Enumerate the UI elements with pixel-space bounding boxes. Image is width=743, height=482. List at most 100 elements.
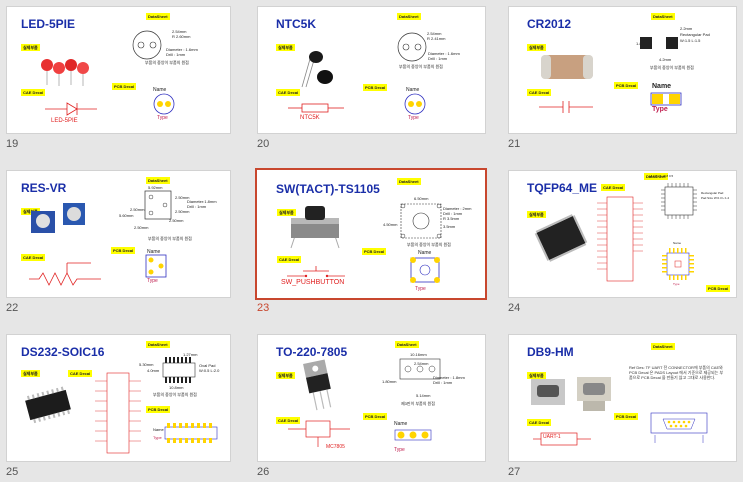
slide-canvas[interactable]: SW(TACT)-TS1105 DataSheet 실제부품 CAE Decal… (255, 168, 487, 300)
db9-pcb-footprint (650, 412, 708, 443)
to220-pcb-pad (394, 429, 432, 441)
slide-number: 19 (6, 138, 19, 150)
dim-3: Diameter : 1.6mm (428, 51, 460, 56)
slide-title: LED-5PIE (21, 17, 76, 31)
dim-3: W:0.5 L:2.0 (199, 368, 220, 373)
photo-tag: 실제부품 (21, 44, 40, 51)
slide-canvas[interactable]: TQFP64_ME DataSheet 18.5 0.75 18.8 0.5 실… (508, 170, 737, 298)
dim-1: 6.50mm (414, 196, 429, 201)
dim-1: 2.54mm (172, 29, 187, 34)
pcb-decal-tag: PCB Decal (363, 84, 388, 91)
slide-canvas[interactable]: NTC5K DataSheet 실제부품 CAE Decal NTC5K 2.5… (257, 6, 486, 134)
schematic-label: LED-5PIE (51, 118, 78, 124)
slide-canvas[interactable]: RES-VR DataSheet 실제부품 CAE Decal 5.92mm 2… (6, 170, 231, 298)
dim-2: 2.50mm (175, 195, 190, 200)
slide-canvas[interactable]: DB9-HM DataSheet 실제부품 Ref Des: TF UART 전… (508, 334, 737, 462)
dim-4: Drill : 1mm (428, 56, 448, 61)
dim-6: 5.14mm (416, 393, 431, 398)
pcb-decal-tag: PCB Decal (111, 247, 136, 254)
variable-resistor-schematic (29, 262, 101, 286)
datasheet-tag: DataSheet (146, 13, 170, 20)
datasheet-tag: DataSheet (397, 178, 421, 185)
schematic-label: UART-1 (543, 434, 561, 440)
slide-canvas[interactable]: TO-220-7805 DataSheet 실제부품 CAE Decal MC7… (257, 334, 486, 462)
datasheet-tag: DataSheet (644, 173, 668, 180)
soic-pcb-pad (164, 423, 218, 443)
type-label: Type (408, 115, 419, 121)
photo-tag: 실제부품 (21, 370, 40, 377)
slide-canvas[interactable]: LED-5PIE DataSheet 실제부품 CAE Decal LED-5P… (6, 6, 231, 134)
cae-decal-tag: CAE Decal (276, 417, 301, 424)
pushbutton-schematic (287, 266, 345, 278)
tqfp-chip-photo (534, 214, 588, 262)
chip-resistor-photo (541, 55, 593, 79)
dim-1: 2.54mm (427, 31, 442, 36)
slide-canvas[interactable]: CR2012 DataSheet 실제부품 CAE Decal 2.2mm Re… (508, 6, 737, 134)
tqfp-schematic-symbol (597, 196, 643, 282)
led-footprint-drawing (132, 30, 162, 60)
dim-2: 2.54mm (414, 361, 429, 366)
datasheet-tag: DataSheet (146, 177, 170, 184)
dim-1: 18.5 0.75 18.8 0.5 (649, 174, 674, 178)
slide-canvas[interactable]: DS232-SOIC16 DataSheet 실제부품 CAE Decal 1.… (6, 334, 231, 462)
slide-number: 27 (508, 466, 521, 478)
name-label: Name (147, 249, 161, 255)
dim-5: 2.50mm (175, 209, 190, 214)
led-photo (41, 59, 89, 86)
tqfp-footprint-drawing (661, 183, 697, 219)
origin-note: 부품의 중앙이 부품의 원점 (650, 65, 694, 70)
slide-title: CR2012 (527, 17, 572, 31)
type-label: Type (153, 435, 162, 440)
dim-4: 5.30mm (139, 362, 154, 367)
trimmer-pcb-pad (145, 254, 167, 278)
name-label: Name (418, 250, 432, 256)
dim-2: R 2.41mm (427, 36, 446, 41)
photo-tag: 실제부품 (527, 44, 546, 51)
type-label: Type (157, 115, 168, 121)
ntc-schematic-symbol (288, 103, 344, 113)
slide-number: 21 (508, 138, 521, 150)
slide-number: 26 (257, 466, 270, 478)
origin-note: 부품의 중앙이 부품의 원점 (407, 242, 451, 247)
tact-footprint-drawing (400, 203, 442, 239)
dim-1: 10.16mm (410, 352, 427, 357)
datasheet-tag: DataSheet (651, 13, 675, 20)
photo-tag: 실제부품 (527, 211, 546, 218)
slide-number: 22 (6, 302, 19, 314)
slide-title: SW(TACT)-TS1105 (276, 182, 380, 196)
dim-1: 1.27mm (183, 352, 198, 357)
pcb-decal-tag: PCB Decal (614, 82, 639, 89)
cae-decal-tag: CAE Decal (277, 256, 302, 263)
pcb-decal-tag: PCB Decal (363, 413, 388, 420)
tqfp-pcb-pad (662, 248, 694, 280)
dim-3: Diameter:1.8mm (187, 199, 217, 204)
cae-decal-tag: CAE Decal (527, 89, 552, 96)
led-schematic-symbol (45, 102, 97, 116)
slide-title: RES-VR (21, 181, 67, 195)
dim-9: 2.50mm (134, 225, 149, 230)
dim-4: Drill : 1mm (187, 204, 207, 209)
chip-pcb-pad (650, 92, 682, 106)
type-label: Type (394, 447, 405, 453)
cae-decal-tag: CAE Decal (527, 419, 552, 426)
ntc-footprint-drawing (397, 32, 427, 62)
photo-tag: 실제부품 (21, 208, 40, 215)
type-label: Type (147, 278, 158, 284)
slide-title: DS232-SOIC16 (21, 345, 105, 359)
photo-tag: 실제부품 (276, 372, 295, 379)
tact-switch-photo (290, 206, 340, 249)
dim-5: 4.0mm (147, 368, 160, 373)
name-label: Name (153, 87, 167, 93)
cae-decal-tag: CAE Decal (21, 89, 46, 96)
slide-number: 24 (508, 302, 521, 314)
schematic-label: MC7805 (326, 444, 345, 450)
dim-5: 4.2mm (659, 57, 672, 62)
dim-2: Diameter : 2mm (443, 206, 472, 211)
cae-decal-tag: CAE Decal (601, 184, 626, 191)
ntc-photo (301, 51, 333, 88)
dim-4: Drill : 1mm (166, 52, 186, 57)
type-label: Type (652, 106, 668, 113)
dim-4: Drill : 1mm (433, 380, 453, 385)
type-label: Type (673, 282, 680, 286)
connector-description: Ref Des: TF UART 전 CONNECTOR에 부품의 CAE와 P… (629, 365, 724, 380)
